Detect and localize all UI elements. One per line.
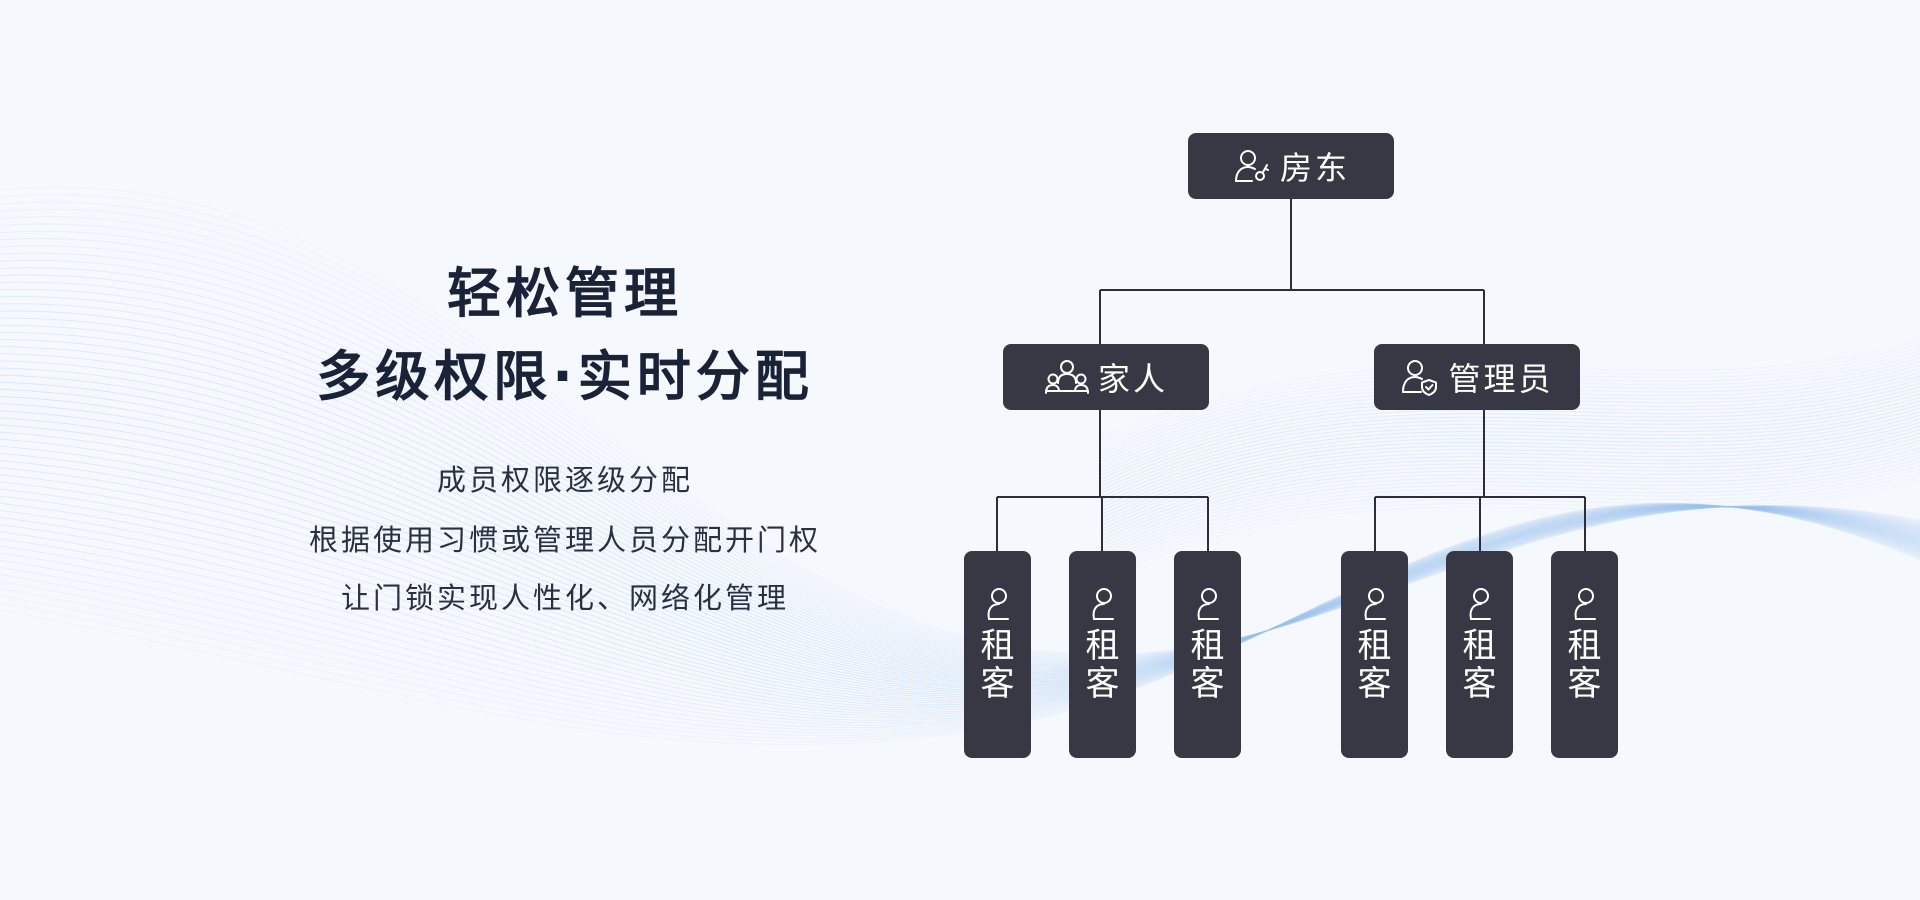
node-tenant: 租客 [1174,551,1241,758]
wave-line [1099,386,1920,488]
wave-line [1099,400,1920,502]
wave-line [1099,422,1920,523]
tenant-user-icon [1092,588,1114,620]
node-tenant: 租客 [964,551,1031,758]
node-family-label: 家人 [1097,360,1168,398]
wave-line [1099,425,1920,527]
wave-line [1099,404,1920,505]
wave-line [1099,458,1920,559]
wave-line [1099,432,1920,534]
node-tenant: 租客 [1551,551,1618,758]
node-tenant: 租客 [1341,551,1408,758]
tenant-label: 租客 [980,626,1015,704]
node-admin-label: 管理员 [1448,360,1554,398]
tenant-user-icon [987,588,1009,620]
wave-line [1099,436,1920,538]
tenant-user-icon [1197,588,1219,620]
tenant-label: 租客 [1190,626,1225,704]
wave-line [1099,450,1920,552]
description-line-2: 根据使用习惯或管理人员分配开门权 [308,523,821,557]
wave-line [1099,397,1920,498]
wave-line [1099,440,1920,541]
wave-line [1099,429,1920,531]
wave-line [1099,443,1920,545]
wave-line [1099,411,1920,513]
tenant-label: 租客 [1462,626,1497,704]
admin-shield-icon [1402,360,1438,396]
description-line-1: 成员权限逐级分配 [436,463,693,497]
family-group-icon [1044,360,1089,394]
wave-line [1099,407,1920,509]
description-line-3: 让门锁实现人性化、网络化管理 [340,581,789,615]
tenant-label: 租客 [1085,626,1120,704]
tenant-label: 租客 [1567,626,1602,704]
node-landlord-label: 房东 [1279,149,1350,187]
wave-line [1099,465,1920,567]
tenant-user-icon [1574,588,1596,620]
wave-line [1099,393,1920,495]
tenant-user-icon [1364,588,1386,620]
wave-line [1099,454,1920,556]
node-landlord: 房东 [1188,133,1394,199]
node-tenant: 租客 [1446,551,1513,758]
tenant-user-icon [1469,588,1491,620]
node-family: 家人 [1003,344,1209,410]
wave-line [1099,415,1920,516]
wave-line [1099,418,1920,520]
heading-line-1: 轻松管理 [447,262,683,325]
tenant-label: 租客 [1357,626,1392,704]
node-tenant: 租客 [1069,551,1136,758]
wave-line [1099,479,1920,581]
wave-line [1099,472,1920,574]
heading-line-2: 多级权限·实时分配 [316,345,814,408]
wave-line [1099,476,1920,577]
wave-line [1099,382,1920,484]
wave-line [1099,447,1920,549]
wave-line [1099,461,1920,563]
wave-line [1099,389,1920,491]
landlord-key-icon [1234,150,1269,182]
node-admin: 管理员 [1374,344,1580,410]
